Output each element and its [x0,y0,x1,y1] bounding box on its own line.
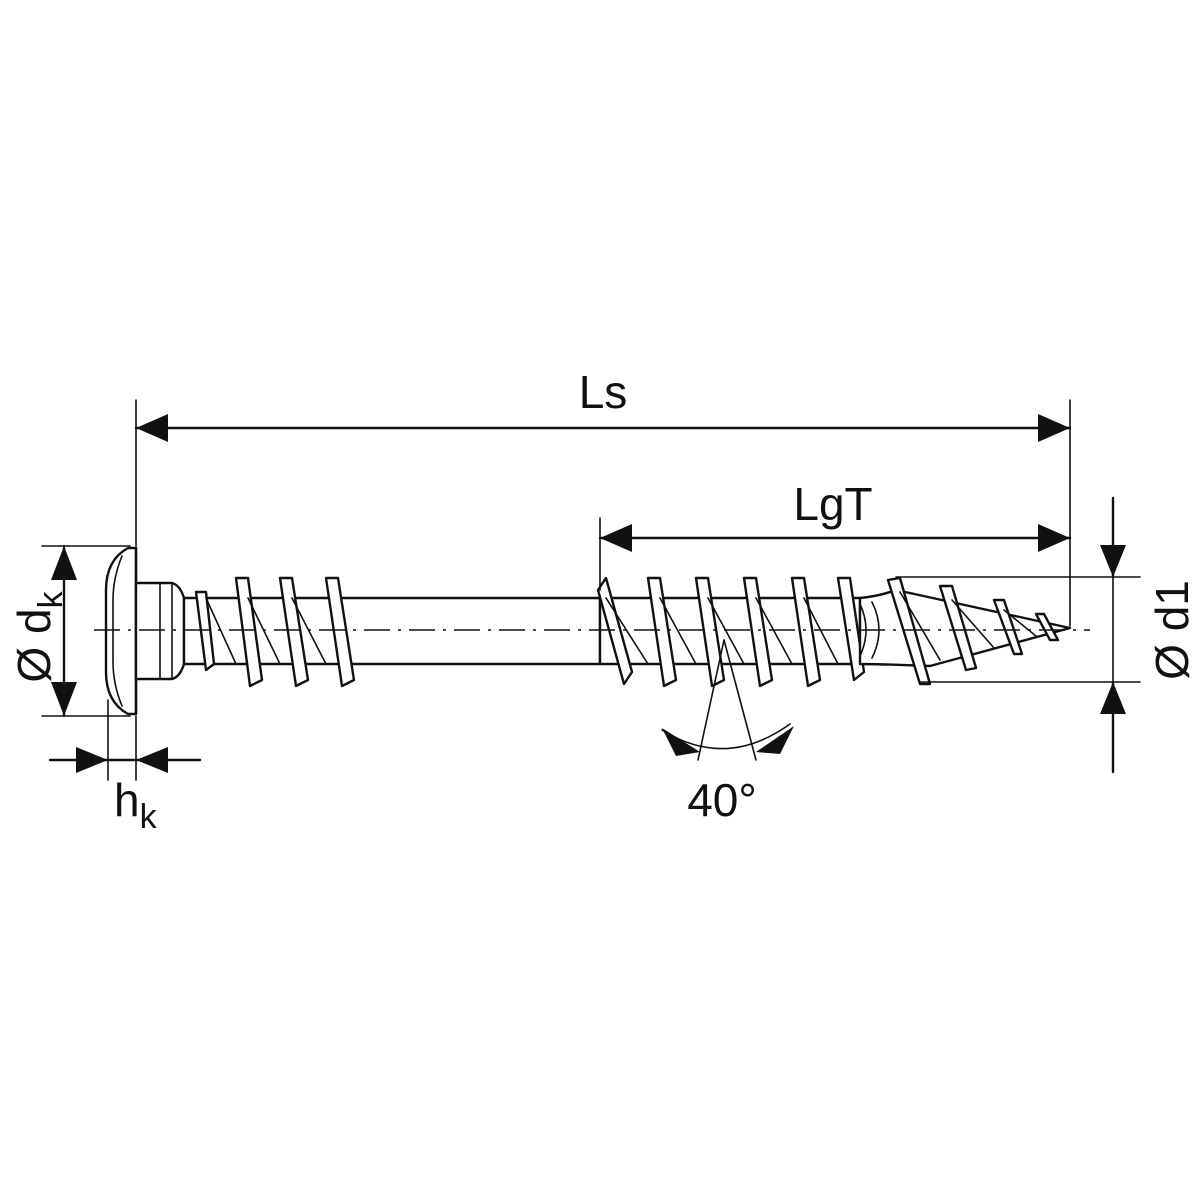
screw-head [104,546,138,716]
label-hk-symbol: h [114,774,140,826]
dimension-thread-angle [661,639,794,761]
label-hk-subscript: k [140,798,158,836]
svg-text:Ø dk: Ø dk [8,590,70,682]
label-dk: Ø dk [8,590,70,682]
label-thread-angle: 40° [687,774,757,826]
upper-thread [194,576,356,688]
dimension-d1 [895,496,1141,774]
main-thread [596,576,866,688]
dimension-dk [41,544,131,718]
label-hk: hk [114,774,158,836]
dimension-ls [134,399,1072,627]
dimension-hk [48,699,202,781]
tip-thread [886,576,1060,686]
label-dk-subscript: k [32,590,70,608]
label-dk-symbol: Ø d [8,608,60,682]
dimension-lgt [598,517,1072,591]
label-lgt: LgT [793,478,872,530]
svg-text:Ø d1: Ø d1 [1146,580,1198,680]
label-ls: Ls [579,366,628,418]
screw-body [104,546,1072,716]
label-d1: Ø d1 [1146,580,1198,680]
